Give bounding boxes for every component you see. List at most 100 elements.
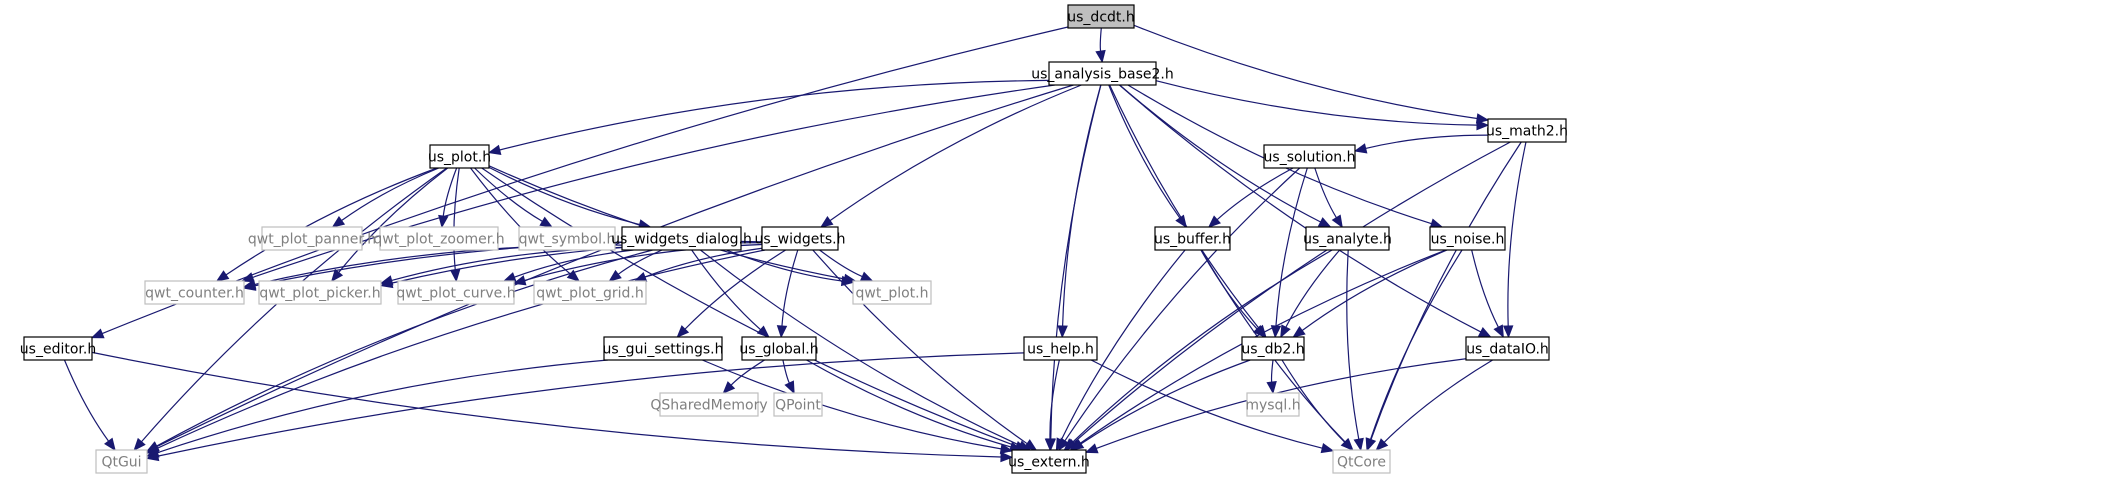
edge-us_analysis_base2-to-us_help: [1057, 84, 1102, 339]
node-us-math2[interactable]: us_math2.h: [1486, 118, 1568, 143]
edge-line: [338, 167, 449, 273]
edge-arrowhead: [1365, 437, 1376, 452]
edge-arrowhead: [1477, 327, 1492, 338]
node-label: QSharedMemory: [650, 398, 767, 414]
edge-line: [730, 359, 765, 386]
edge-us_solution-to-us_analyte: [1314, 167, 1343, 229]
node-box: [603, 336, 723, 361]
node-label: us_plot.h: [428, 150, 491, 166]
edge-line: [1060, 249, 1186, 441]
edge-line: [806, 359, 1012, 448]
edge-arrowhead: [840, 275, 855, 287]
edge-line: [156, 84, 1074, 448]
node-qwt-plot-picker: qwt_plot_picker.h: [258, 280, 382, 305]
edge-line: [225, 167, 438, 276]
edge-line: [156, 249, 766, 450]
edge-arrowhead: [1084, 443, 1099, 454]
edge-line: [691, 249, 761, 331]
node-box: [258, 280, 382, 305]
node-us-editor[interactable]: us_editor.h: [20, 336, 96, 361]
node-us-db2[interactable]: us_db2.h: [1241, 336, 1305, 361]
node-label: us_editor.h: [20, 342, 96, 358]
node-box: [1246, 392, 1300, 417]
edge-arrowhead: [1070, 439, 1085, 451]
node-us-dcdt[interactable]: us_dcdt.h: [1067, 4, 1135, 29]
edge-line: [819, 249, 863, 278]
edge-arrowhead: [1375, 438, 1389, 451]
edge-line: [1275, 167, 1308, 327]
node-us-widgets-dialog[interactable]: us_widgets_dialog.h: [611, 226, 752, 251]
node-us-buffer[interactable]: us_buffer.h: [1154, 226, 1231, 251]
edge-us_help-to-qtgui: [145, 352, 1025, 462]
node-label: mysql.h: [1245, 398, 1300, 414]
edge-us_solution-to-us_buffer: [1207, 167, 1294, 228]
node-us-extern[interactable]: us_extern.h: [1008, 449, 1090, 474]
node-box: [659, 392, 759, 417]
node-box: [1487, 118, 1567, 143]
node-box: [1305, 226, 1390, 251]
node-us-analysis-base2[interactable]: us_analysis_base2.h: [1031, 61, 1174, 86]
edge-line: [1281, 359, 1346, 443]
edge-arrowhead: [1353, 437, 1364, 452]
edge-arrowhead: [1475, 113, 1490, 124]
edge-us_noise-to-us_db2: [1292, 249, 1448, 338]
edge-arrowhead: [676, 325, 690, 338]
node-label: QtGui: [101, 455, 141, 471]
node-qtcore: QtCore: [1332, 449, 1391, 474]
edge-us_analyte-to-qtcore: [1346, 249, 1364, 452]
edge-arrowhead: [449, 269, 461, 283]
node-qwt-plot-zoomer: qwt_plot_zoomer.h: [373, 226, 505, 251]
node-box: [397, 280, 515, 305]
edge-line: [1346, 249, 1360, 440]
node-us-noise[interactable]: us_noise.h: [1429, 226, 1506, 251]
edge-line: [499, 79, 1050, 151]
node-us-gui-settings[interactable]: us_gui_settings.h: [603, 336, 724, 361]
edge-us_analysis_base2-to-us_plot: [487, 79, 1050, 155]
edge-arrowhead: [215, 270, 230, 282]
edge-line: [1108, 84, 1181, 219]
edge-arrowhead: [1280, 324, 1291, 339]
edge-us_widgets-to-us_gui_settings: [676, 249, 786, 338]
edge-us_plot-to-qwt_symbol: [474, 167, 554, 228]
node-label: us_help.h: [1027, 342, 1094, 358]
node-box: [773, 392, 823, 417]
node-box: [1011, 449, 1087, 474]
node-label: us_solution.h: [1264, 150, 1356, 166]
edge-arrowhead: [487, 144, 502, 155]
edge-line: [1064, 167, 1301, 442]
edge-arrowhead: [1292, 325, 1306, 338]
edge-line: [1369, 249, 1463, 440]
edge-line: [781, 249, 799, 327]
node-us-solution[interactable]: us_solution.h: [1263, 144, 1356, 169]
edge-line: [1285, 249, 1341, 328]
node-label: qwt_plot_panner.h: [248, 232, 376, 248]
node-label: qwt_plot_curve.h: [396, 286, 515, 302]
edge-arrowhead: [242, 280, 257, 291]
node-us-dataio[interactable]: us_dataIO.h: [1465, 336, 1550, 361]
edge-arrowhead: [512, 275, 527, 286]
node-qsharedmemory: QSharedMemory: [650, 392, 768, 417]
edge-line: [514, 249, 634, 278]
edge-arrowhead: [90, 328, 105, 339]
edge-us_plot-to-qwt_plot_picker: [330, 167, 449, 283]
edge-line: [1270, 359, 1274, 383]
node-label: qwt_symbol.h: [519, 232, 616, 248]
edge-line: [1109, 84, 1260, 329]
node-us-global[interactable]: us_global.h: [739, 336, 819, 361]
edge-us_analysis_base2-to-qwt_counter: [240, 84, 1055, 283]
edge-line: [141, 167, 448, 443]
node-us-plot[interactable]: us_plot.h: [428, 144, 491, 169]
edge-line: [442, 167, 458, 217]
edge-us_dcdt-to-us_analysis_base2: [1095, 27, 1106, 64]
edge-line: [157, 359, 608, 454]
edge-arrowhead: [145, 450, 160, 462]
node-us-help[interactable]: us_help.h: [1023, 336, 1098, 361]
edge-us_db2-to-mysql: [1266, 359, 1277, 395]
edge-us_editor-to-us_extern: [91, 351, 1014, 463]
node-label: us_analyte.h: [1303, 232, 1392, 248]
node-us-widgets[interactable]: us_widgets.h: [755, 226, 846, 251]
edge-arrowhead: [1055, 437, 1067, 452]
node-us-analyte[interactable]: us_analyte.h: [1303, 226, 1392, 251]
edge-us_db2-to-qtcore: [1281, 359, 1354, 451]
edge-line: [101, 26, 1069, 335]
